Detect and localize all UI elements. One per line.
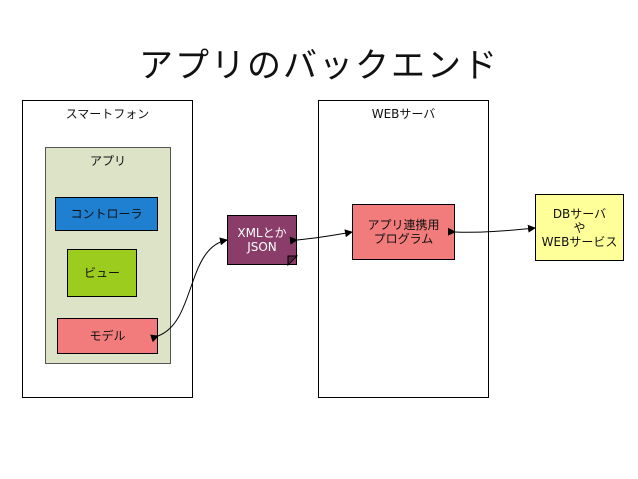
format-note: XMLとか JSON (227, 215, 297, 265)
model-note-connector (150, 237, 228, 343)
note-program-connector (289, 229, 353, 245)
view-box: ビュー (67, 249, 137, 297)
app-label: アプリ (89, 154, 126, 168)
smartphone-label: スマートフォン (65, 107, 150, 121)
controller-box: コントローラ (55, 197, 158, 231)
program-db-connector (447, 224, 536, 236)
diagram-title: アプリのバックエンド (139, 46, 499, 86)
db-box: DBサーバ や WEBサービス (535, 194, 624, 261)
webserver-label: WEBサーバ (371, 107, 436, 121)
program-box: アプリ連携用 プログラム (352, 204, 455, 260)
note-fold (287, 255, 299, 267)
